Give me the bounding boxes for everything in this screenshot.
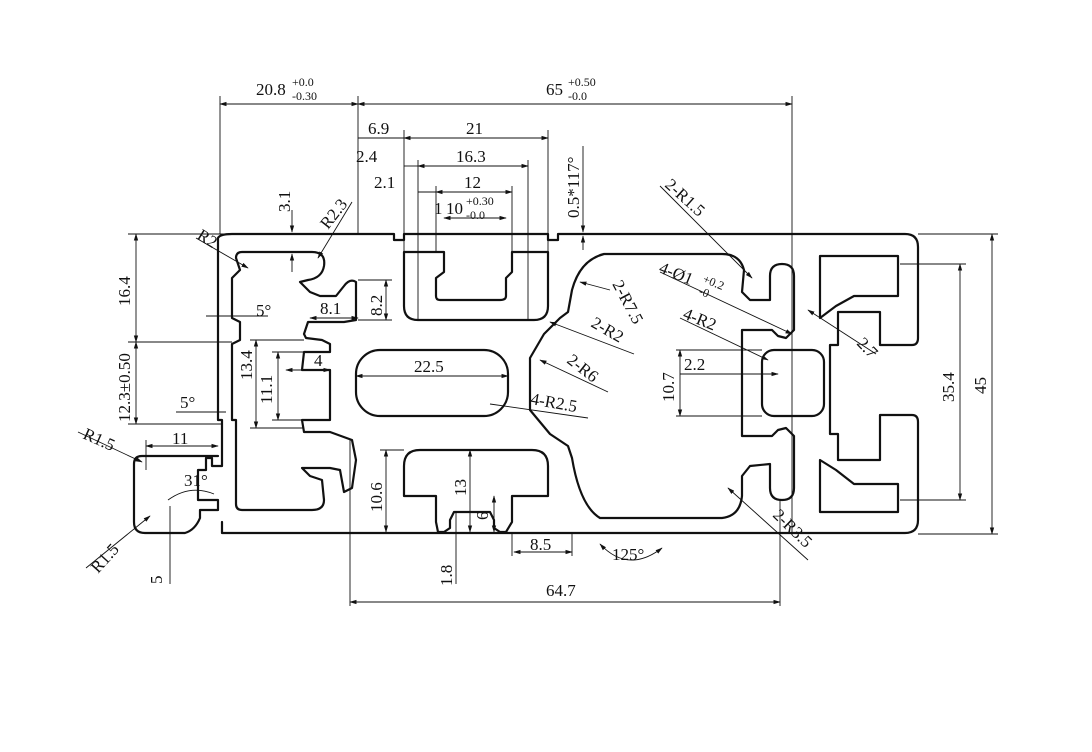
top-tslot	[402, 250, 550, 322]
label-2-7: 2.7	[853, 334, 882, 363]
label-2-1: 2.1	[374, 173, 395, 192]
label-w65-upper: +0.50	[568, 75, 596, 89]
inner-square	[760, 348, 826, 418]
right-lower-pocket	[818, 458, 900, 514]
label-r1-5-left: R1.5	[80, 424, 118, 455]
central-cavity	[528, 252, 796, 520]
label-w20-8-lower: -0.30	[292, 89, 317, 103]
dimension-lines	[77, 96, 998, 606]
label-4-r2-5: 4-R2.5	[529, 389, 578, 416]
label-22-5: 22.5	[414, 357, 444, 376]
label-6: 6	[473, 512, 492, 521]
label-125deg: 125°	[612, 545, 644, 564]
label-5deg-top: 5°	[256, 301, 271, 320]
label-10: 10	[446, 199, 463, 218]
label-6-9: 6.9	[368, 119, 389, 138]
label-hole-lower: -0	[697, 284, 712, 301]
label-11-1: 11.1	[257, 375, 276, 404]
label-5: 5	[147, 576, 166, 585]
label-r2: R2	[194, 225, 221, 252]
label-2-r2: 2-R2	[588, 313, 627, 346]
label-2-r3-5: 2-R3.5	[769, 505, 816, 551]
label-10-upper: +0.30	[466, 194, 494, 208]
label-10-6: 10.6	[367, 482, 386, 512]
label-2-r6: 2-R6	[564, 350, 602, 386]
label-10-7: 10.7	[659, 372, 678, 402]
label-10-lower: -0.0	[466, 208, 485, 222]
label-21: 21	[466, 119, 483, 138]
label-64-7: 64.7	[546, 581, 576, 600]
label-r2-3: R2.3	[316, 195, 351, 232]
label-4: 4	[314, 351, 323, 370]
label-13: 13	[451, 479, 470, 496]
outer-contour	[132, 232, 920, 535]
label-1: 1	[434, 199, 443, 218]
center-slot	[354, 348, 510, 418]
label-16-3: 16.3	[456, 147, 486, 166]
label-hole: 4-Ø1	[657, 258, 697, 289]
label-w65-lower: -0.0	[568, 89, 587, 103]
label-2-r1-5: 2-R1.5	[661, 175, 708, 220]
label-05x117: 0.5*117°	[564, 157, 583, 218]
label-w20-8: 20.8	[256, 80, 286, 99]
label-12: 12	[464, 173, 481, 192]
label-5deg-bottom: 5°	[180, 393, 195, 412]
label-12-3: 12.3±0.50	[115, 353, 134, 422]
label-2-2: 2.2	[684, 355, 705, 374]
dimension-labels: 20.8 +0.0 -0.30 65 +0.50 -0.0 6.9 21 2.4…	[80, 75, 990, 600]
label-w20-8-upper: +0.0	[292, 75, 314, 89]
label-3-1: 3.1	[275, 191, 294, 212]
label-31deg: 31°	[184, 471, 208, 490]
label-35-4: 35.4	[939, 372, 958, 402]
label-1-8: 1.8	[437, 565, 456, 586]
bottom-tslot	[402, 448, 550, 534]
label-r1-5-bottom: R1.5	[87, 540, 123, 577]
upper-left-pocket	[230, 250, 358, 512]
profile-outline	[132, 232, 920, 535]
right-upper-pocket	[818, 254, 900, 320]
label-8-2: 8.2	[367, 295, 386, 316]
label-11: 11	[172, 429, 188, 448]
label-w65: 65	[546, 80, 563, 99]
label-45: 45	[971, 377, 990, 394]
label-16-4: 16.4	[115, 276, 134, 306]
label-13-4: 13.4	[237, 350, 256, 380]
label-8-5: 8.5	[530, 535, 551, 554]
label-2-4: 2.4	[356, 147, 378, 166]
label-8-1: 8.1	[320, 299, 341, 318]
label-2-r7-5: 2-R7.5	[608, 277, 647, 327]
label-4-r2: 4-R2	[681, 304, 720, 334]
